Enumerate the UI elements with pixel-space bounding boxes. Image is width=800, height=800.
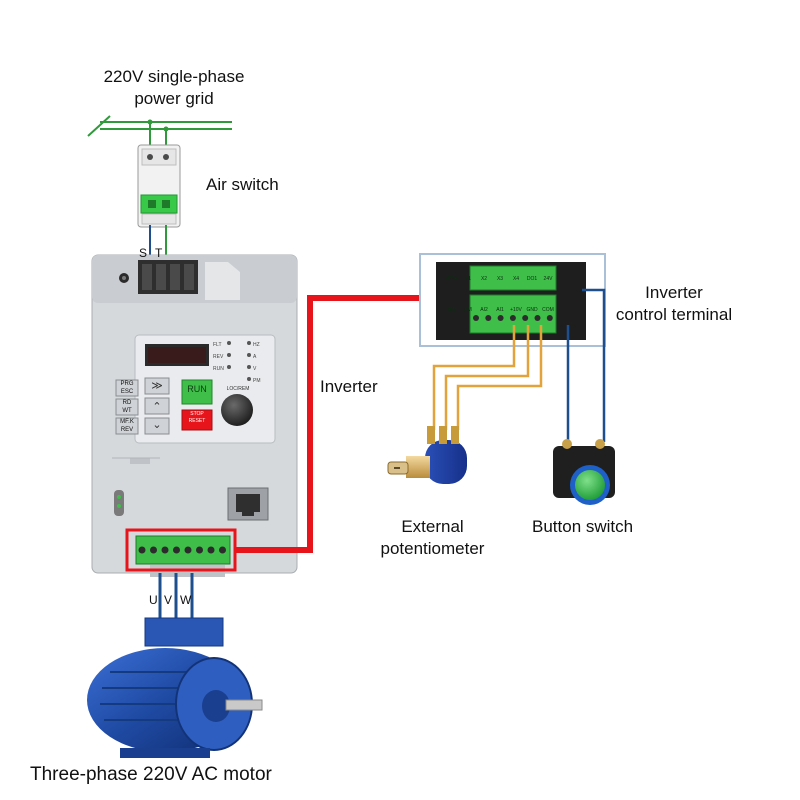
ac-motor xyxy=(87,617,263,758)
down-key-icon: ⌄ xyxy=(152,418,162,431)
rev-key-label: REV xyxy=(120,427,134,433)
terminal-screw xyxy=(150,546,157,554)
wt-key-label: WT xyxy=(122,408,132,414)
power-grid-label-line2: power grid xyxy=(134,89,214,108)
control-terminal-bottom-label-6: COM xyxy=(542,307,554,313)
indicator-hz: HZ xyxy=(253,342,260,348)
terminal-screw xyxy=(138,546,146,554)
control-terminal-label-line2: control terminal xyxy=(615,305,733,324)
stop-reset-key: STOP RESET xyxy=(182,411,212,425)
control-terminal-label: Inverter control terminal xyxy=(606,282,742,326)
potentiometer-label-line2: potentiometer xyxy=(380,539,485,558)
control-terminal-top-labels: 485+ X1 X2 X3 X4 DO1 24V xyxy=(444,276,556,286)
control-terminal-top-label-6: 24V xyxy=(543,276,553,282)
terminal-screw xyxy=(196,546,203,554)
indicator-pm: PM xyxy=(253,378,261,384)
power-grid-lines xyxy=(87,115,232,150)
indicator-right-labels: HZ A V PM xyxy=(253,339,261,387)
reset-key-label: RESET xyxy=(188,418,206,424)
control-terminal-top-label-1: X1 xyxy=(464,276,472,282)
control-terminal-top-label-3: X3 xyxy=(496,276,504,282)
inverter-device xyxy=(91,254,298,577)
control-terminal-screw xyxy=(534,315,541,321)
potentiometer-label: External potentiometer xyxy=(360,516,505,560)
button-switch-wires xyxy=(566,288,606,442)
control-terminal-screw xyxy=(546,315,553,321)
power-grid-label-line1: 220V single-phase xyxy=(103,67,245,86)
prg-esc-key: PRG ESC xyxy=(116,380,138,396)
mf-key-label: MF.K xyxy=(120,419,134,425)
air-switch-label: Air switch xyxy=(206,175,279,194)
control-terminal-bottom-label-1: AM xyxy=(464,307,472,313)
control-terminal-top-label-4: X4 xyxy=(512,276,520,282)
terminal-screw xyxy=(219,546,226,554)
control-terminal-top-label-5: DO1 xyxy=(526,276,538,282)
up-key-icon: ⌃ xyxy=(152,400,162,413)
terminal-s-label: S xyxy=(139,246,148,260)
button-switch-label: Button switch xyxy=(532,517,634,536)
red-signal-wire xyxy=(235,295,420,553)
knob-label: LOC/REM xyxy=(226,386,250,392)
terminal-v-label: V xyxy=(164,593,173,607)
control-terminal-bottom-labels: 485- AM AI2 AI1 +10V GND COM xyxy=(444,307,556,317)
terminal-screw xyxy=(161,546,169,554)
inverter-control-terminal-strip xyxy=(125,528,237,572)
prg-key-label: PRG xyxy=(120,381,134,387)
indicator-run: RUN xyxy=(213,366,224,372)
control-terminal-screw xyxy=(485,315,492,321)
mf-rev-key: MF.K REV xyxy=(116,418,138,434)
control-terminal-top-label-0: 485+ xyxy=(446,276,458,282)
terminal-screw xyxy=(173,546,180,554)
stop-key-label: STOP xyxy=(190,411,204,417)
terminal-screw xyxy=(184,546,192,554)
terminal-w-label: W xyxy=(180,593,192,607)
control-terminal-screw xyxy=(509,315,516,321)
control-terminal-bottom-label-2: AI2 xyxy=(480,307,488,313)
control-terminal-bottom-label-4: +10V xyxy=(510,307,522,313)
power-grid-label: 220V single-phase power grid xyxy=(84,66,264,110)
control-terminal-bottom-label-0: 485- xyxy=(446,307,457,313)
control-terminal-screw xyxy=(473,315,479,321)
indicator-rev: REV xyxy=(213,354,224,360)
potentiometer-label-line1: External xyxy=(401,517,464,536)
external-potentiometer xyxy=(387,426,467,484)
motor-label: Three-phase 220V AC motor xyxy=(30,764,272,785)
indicator-flt: FLT xyxy=(213,342,222,348)
rd-wt-key: RD WT xyxy=(116,399,138,415)
control-terminal-screw xyxy=(497,315,504,321)
indicator-left-labels: FLT REV RUN xyxy=(213,339,224,375)
inverter-label: Inverter xyxy=(320,377,378,396)
potentiometer-wires xyxy=(432,325,543,430)
control-terminal-callout xyxy=(419,253,606,347)
shift-key-icon: ≫ xyxy=(151,379,163,392)
terminal-screw xyxy=(207,546,215,554)
air-switch-device xyxy=(137,144,181,228)
run-key-label: RUN xyxy=(187,384,207,394)
control-terminal-label-line1: Inverter xyxy=(645,283,703,302)
control-terminal-bottom-label-5: GND xyxy=(526,307,538,313)
control-terminal-top-label-2: X2 xyxy=(480,276,488,282)
esc-key-label: ESC xyxy=(120,389,134,395)
control-terminal-screw xyxy=(522,315,529,321)
indicator-a: A xyxy=(253,354,257,360)
button-switch-device xyxy=(553,439,615,505)
rd-key-label: RD xyxy=(122,400,132,406)
terminal-u-label: U xyxy=(149,593,158,607)
control-terminal-bottom-label-3: AI1 xyxy=(496,307,504,313)
indicator-v: V xyxy=(253,366,257,372)
terminal-t-label: T xyxy=(155,246,163,260)
motor-cables xyxy=(158,573,194,625)
